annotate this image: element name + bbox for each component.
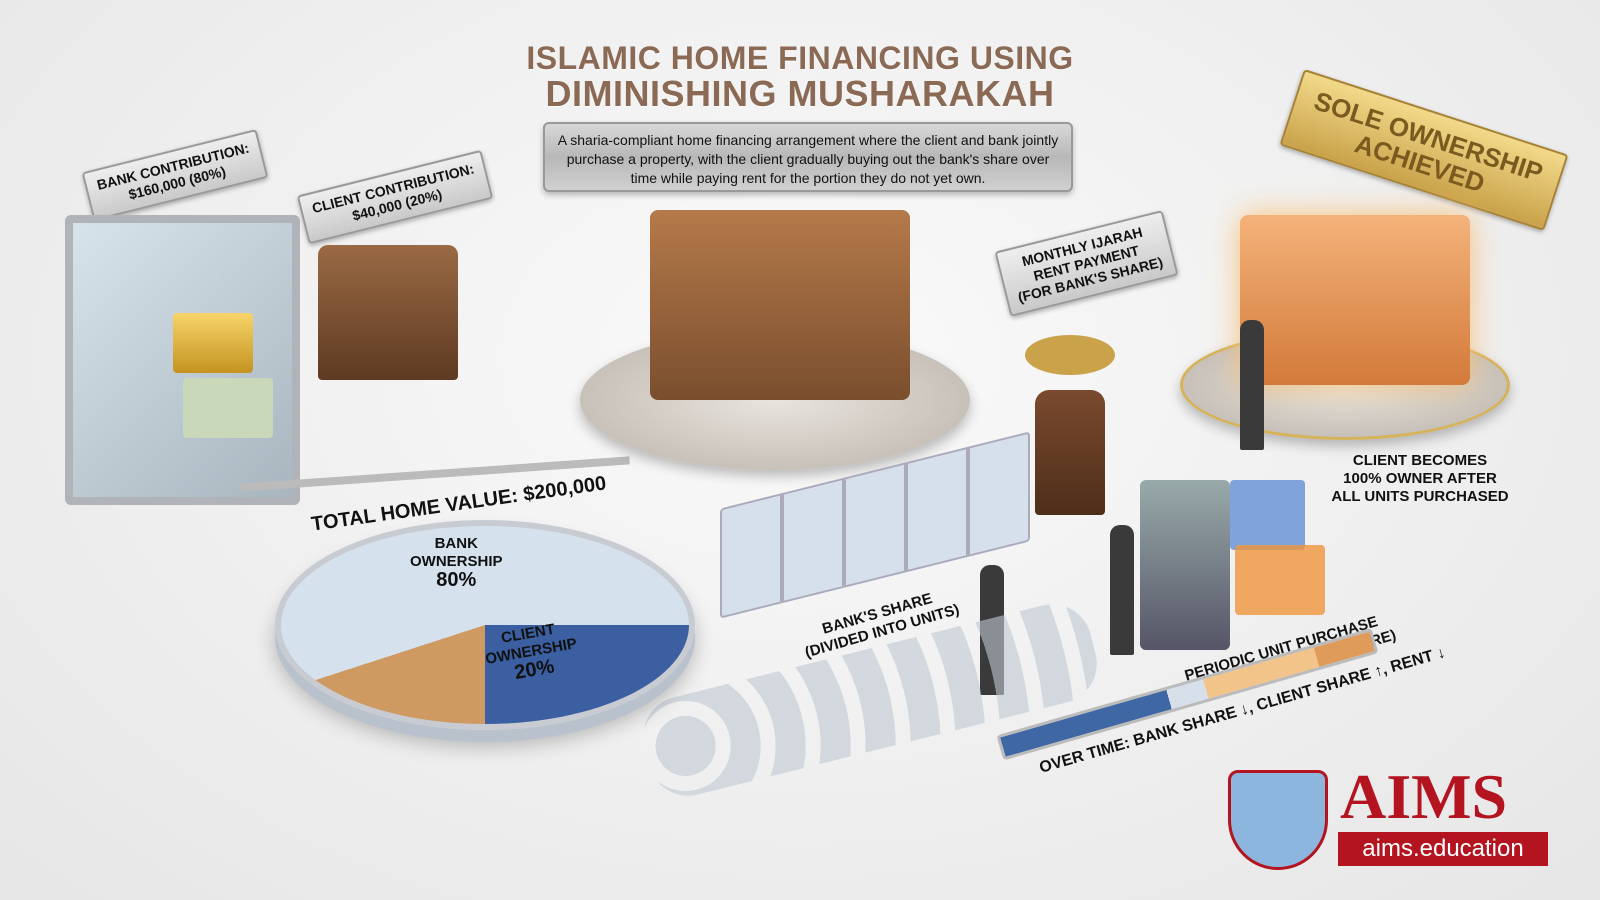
aims-url: aims.education — [1338, 832, 1548, 866]
pie-bank-label-2: OWNERSHIP — [410, 553, 503, 570]
client-contribution-tag: CLIENT CONTRIBUTION:$40,000 (20%) — [296, 149, 494, 245]
client-person-icon — [1240, 320, 1264, 450]
aims-shield-logo — [1228, 770, 1328, 870]
person-at-machine-icon — [1110, 525, 1134, 655]
ownership-pie-chart — [275, 520, 695, 730]
rent-funnel-machine — [1035, 390, 1105, 515]
gold-bars-icon — [173, 313, 253, 373]
unit-vending-machine — [1140, 480, 1230, 650]
bank-vault-illustration — [65, 215, 300, 505]
orange-unit-cube — [1235, 545, 1325, 615]
treasure-chest-illustration — [318, 245, 458, 380]
description-plate: A sharia-compliant home financing arrang… — [543, 122, 1073, 192]
funnel-icon — [1025, 335, 1115, 375]
cash-stack-icon — [183, 378, 273, 438]
client-becomes-line2: 100% OWNER AFTER — [1343, 470, 1497, 487]
client-becomes-line1: CLIENT BECOMES — [1352, 452, 1488, 469]
title-line1: ISLAMIC HOME FINANCING USING — [526, 40, 1074, 76]
pie-bank-label-1: BANK — [434, 535, 478, 552]
title-line2: DIMINISHING MUSHARAKAH — [545, 73, 1055, 114]
pie-bank-pct: 80% — [436, 569, 477, 591]
house-illustration — [650, 210, 910, 400]
owned-house-illustration — [1240, 215, 1470, 385]
blue-unit-cube — [1230, 480, 1305, 550]
client-becomes-line3: ALL UNITS PURCHASED — [1331, 488, 1509, 505]
bank-contribution-tag: BANK CONTRIBUTION:$160,000 (80%) — [81, 128, 269, 222]
aims-logo-text: AIMS — [1340, 761, 1508, 832]
